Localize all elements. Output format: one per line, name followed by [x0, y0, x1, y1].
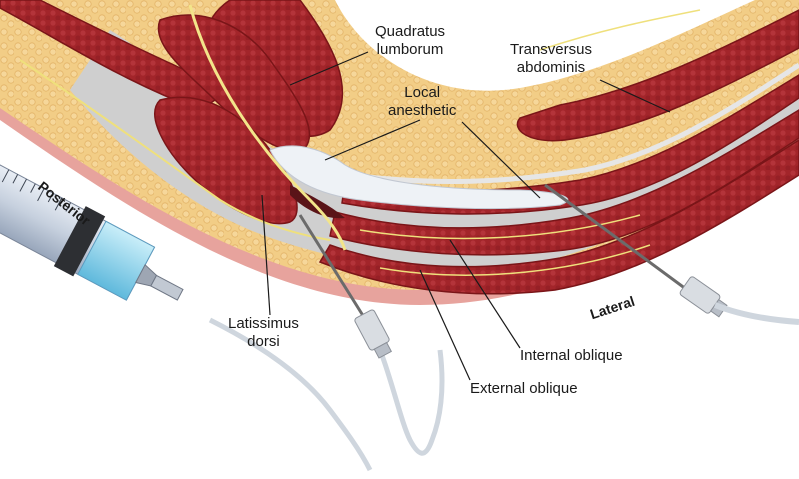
catheter-hub-icon — [354, 309, 395, 360]
catheter-tube-lateral — [715, 305, 799, 322]
label-internal-oblique: Internal oblique — [520, 347, 623, 365]
label-external-oblique: External oblique — [470, 380, 578, 398]
label-transversus-abdominis: Transversus abdominis — [510, 41, 592, 77]
label-text: Quadratus — [375, 23, 445, 41]
label-quadratus-lumborum: Quadratus lumborum — [375, 23, 445, 59]
label-latissimus-dorsi: Latissimus dorsi — [228, 315, 299, 351]
label-local-anesthetic: Local anesthetic — [388, 84, 456, 120]
label-text: Transversus — [510, 41, 592, 59]
label-text: lumborum — [375, 41, 445, 59]
catheter-hub-icon — [679, 276, 729, 320]
label-text: Latissimus — [228, 315, 299, 333]
label-text: anesthetic — [388, 102, 456, 120]
label-text: dorsi — [228, 333, 299, 351]
label-text: abdominis — [510, 59, 592, 77]
label-text: Local — [388, 84, 456, 102]
